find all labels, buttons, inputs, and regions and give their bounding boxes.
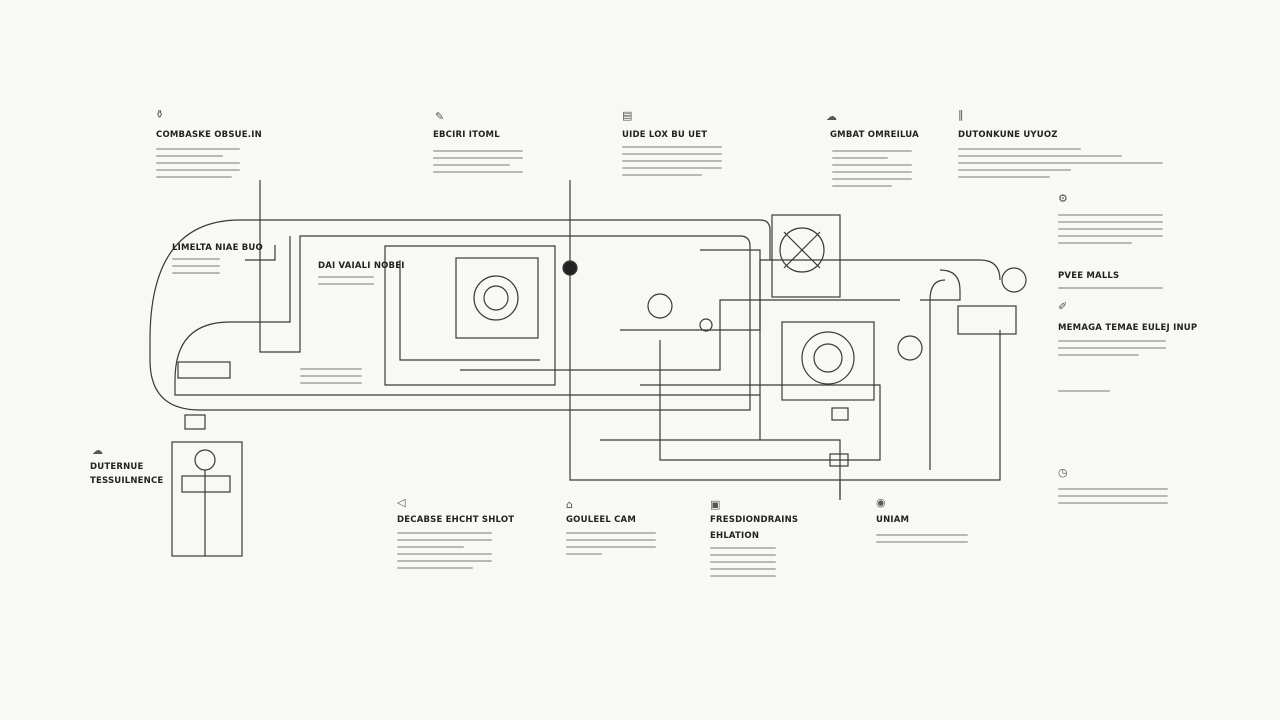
outer-loop bbox=[149, 180, 771, 411]
description-right-0 bbox=[1058, 214, 1163, 249]
storage-box bbox=[957, 305, 1017, 335]
heading-right-2: MEMAGA TEMAE EULEJ INUP bbox=[1058, 323, 1198, 333]
top-right-panel bbox=[771, 214, 841, 298]
bottle-icon: ⚱ bbox=[155, 108, 165, 121]
wire-i bbox=[929, 279, 946, 470]
document-icon: ▤ bbox=[622, 109, 633, 122]
inner-loop bbox=[174, 236, 760, 396]
heading-top-1: COMBASKE OBSUE.IN bbox=[156, 130, 262, 140]
center-path bbox=[384, 245, 556, 386]
wire-a bbox=[399, 260, 540, 361]
description-right-2 bbox=[1058, 340, 1166, 361]
description-mid-1 bbox=[318, 276, 374, 290]
cloud-server-icon: ☁ bbox=[92, 444, 103, 457]
heading-top-5: DUTONKUNE UYUOZ bbox=[958, 130, 1058, 140]
description-right-4 bbox=[1058, 488, 1168, 509]
heading-bottom-3a: FRESDIONDRAINS bbox=[710, 515, 799, 525]
description-bottom-3 bbox=[710, 547, 776, 582]
wire-f bbox=[700, 249, 761, 440]
wire-c bbox=[569, 180, 1001, 481]
pipe-icon: ‖ bbox=[958, 108, 964, 121]
heading-bottom-2: GOULEEL CAM bbox=[566, 515, 636, 525]
wire-e bbox=[640, 340, 881, 461]
gear-icon: ⚙ bbox=[1058, 192, 1068, 205]
heading-top-4: GMBAT OMREILUA bbox=[830, 130, 919, 140]
wire-h bbox=[920, 269, 961, 301]
heading-left-1: LIMELTA NIAE BUO bbox=[172, 243, 263, 253]
description-top-1 bbox=[156, 148, 240, 183]
dial-icon: ◉ bbox=[876, 496, 886, 509]
heading-bottom-1: DECABSE EHCHT SHLOT bbox=[397, 515, 515, 525]
heading-bottom-4: UNIAM bbox=[876, 515, 910, 525]
wire-g bbox=[600, 439, 841, 500]
gear-right bbox=[801, 331, 855, 385]
heading-top-3: UIDE LOX BU UET bbox=[622, 130, 708, 140]
right-panel bbox=[781, 321, 875, 401]
heading-bottom-3b: EHLATION bbox=[710, 531, 760, 541]
lock-icon: ⌂ bbox=[566, 498, 573, 511]
description-top-2 bbox=[433, 150, 523, 178]
description-top-3 bbox=[622, 146, 722, 181]
description-left-1 bbox=[172, 258, 220, 279]
tool-icon: ✎ bbox=[435, 110, 445, 123]
description-bottom-2 bbox=[566, 532, 656, 560]
wire-d bbox=[620, 259, 1001, 331]
gear-center bbox=[473, 275, 519, 321]
description-right-3 bbox=[1058, 390, 1110, 397]
description-top-5 bbox=[958, 148, 1163, 183]
clock-icon: ◷ bbox=[1058, 466, 1068, 479]
left-module bbox=[171, 441, 243, 557]
speaker-icon: ◁ bbox=[397, 496, 406, 509]
heading-ext-2: TESSUILNENCE bbox=[90, 476, 164, 486]
pen-icon: ✐ bbox=[1058, 300, 1068, 313]
heading-top-2: EBCIRI ITOML bbox=[433, 130, 500, 140]
fan-icon bbox=[779, 227, 825, 273]
description-bottom-4 bbox=[876, 534, 968, 548]
heading-right-1: PVEE MALLS bbox=[1058, 271, 1120, 281]
center-panel bbox=[455, 257, 539, 339]
image-icon: ▣ bbox=[710, 498, 721, 511]
wire-b bbox=[460, 299, 900, 371]
description-bottom-1 bbox=[397, 532, 492, 574]
cloud-icon: ☁ bbox=[826, 110, 837, 123]
heading-mid-1: DAI VAIALI NOBEI bbox=[318, 261, 405, 271]
description-top-4 bbox=[832, 150, 912, 192]
heading-ext-1: DUTERNUE bbox=[90, 462, 144, 472]
description-mid-2 bbox=[300, 368, 362, 389]
description-right-1 bbox=[1058, 287, 1163, 294]
